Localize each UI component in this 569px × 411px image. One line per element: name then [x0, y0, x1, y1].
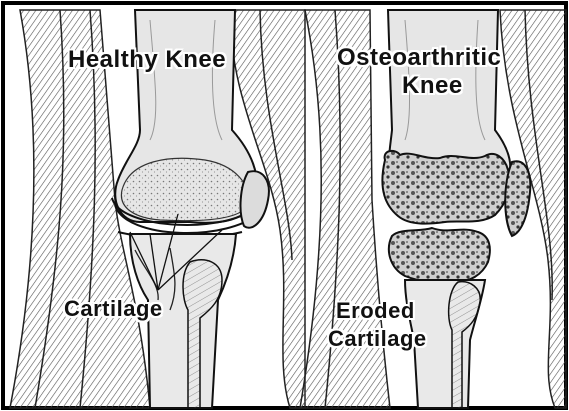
eroded-cartilage-label-line2: Cartilage [328, 328, 427, 350]
eroded-cartilage-label-line1: Eroded [336, 300, 415, 322]
cartilage-label: Cartilage [64, 298, 163, 320]
healthy-knee-title: Healthy Knee [68, 48, 226, 72]
osteoarthritic-knee-title-line1: Osteoarthritic [337, 46, 501, 70]
osteoarthritic-knee-title-line2: Knee [402, 74, 463, 98]
